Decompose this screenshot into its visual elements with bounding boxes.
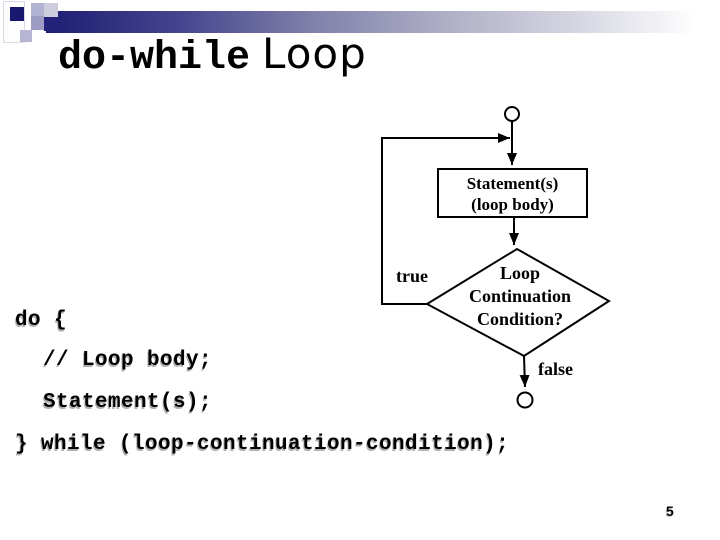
code-line-do-open: do {: [15, 309, 68, 332]
start-terminal-icon: [504, 106, 520, 122]
deco-square-lavender-2: [31, 16, 44, 30]
arrow-loopback-true-path: [381, 133, 510, 305]
false-branch-label: false: [538, 359, 573, 379]
statement-box-line2: (loop body): [471, 195, 554, 214]
decision-diamond-shape: [424, 247, 611, 358]
slide-title-plain-part: Loop: [262, 29, 367, 78]
slide-title-code-part: do-while: [58, 36, 251, 81]
do-while-flowchart: Statement(s) (loop body) Loop Continuati…: [370, 95, 630, 425]
header-gradient-bar: [46, 11, 710, 33]
deco-square-lightblue: [44, 3, 58, 17]
deco-square-navy-right: [44, 17, 58, 31]
end-terminal-icon: [516, 391, 534, 409]
decision-diamond-label: Loop Continuation Condition?: [443, 262, 597, 331]
code-line-statements: Statement(s);: [43, 391, 213, 414]
diamond-line3: Condition?: [476, 309, 564, 329]
deco-square-lavender-3: [20, 30, 32, 42]
statement-box-label: Statement(s) (loop body): [438, 173, 587, 215]
deco-square-lavender-1: [31, 3, 44, 16]
arrow-false-to-end: [519, 355, 530, 388]
statement-box-shape: [437, 168, 588, 218]
code-line-loop-body-comment: // Loop body;: [43, 349, 213, 372]
flowchart-svg: [381, 106, 611, 409]
diamond-line2: Continuation: [468, 286, 572, 306]
page-number: 5: [666, 503, 674, 519]
statement-box-line1: Statement(s): [466, 174, 559, 193]
code-line-while-condition: } while (loop-continuation-condition);: [15, 433, 510, 456]
deco-square-navy-left: [10, 7, 24, 21]
diamond-line1: Loop: [499, 263, 541, 283]
true-branch-label: true: [396, 266, 428, 286]
